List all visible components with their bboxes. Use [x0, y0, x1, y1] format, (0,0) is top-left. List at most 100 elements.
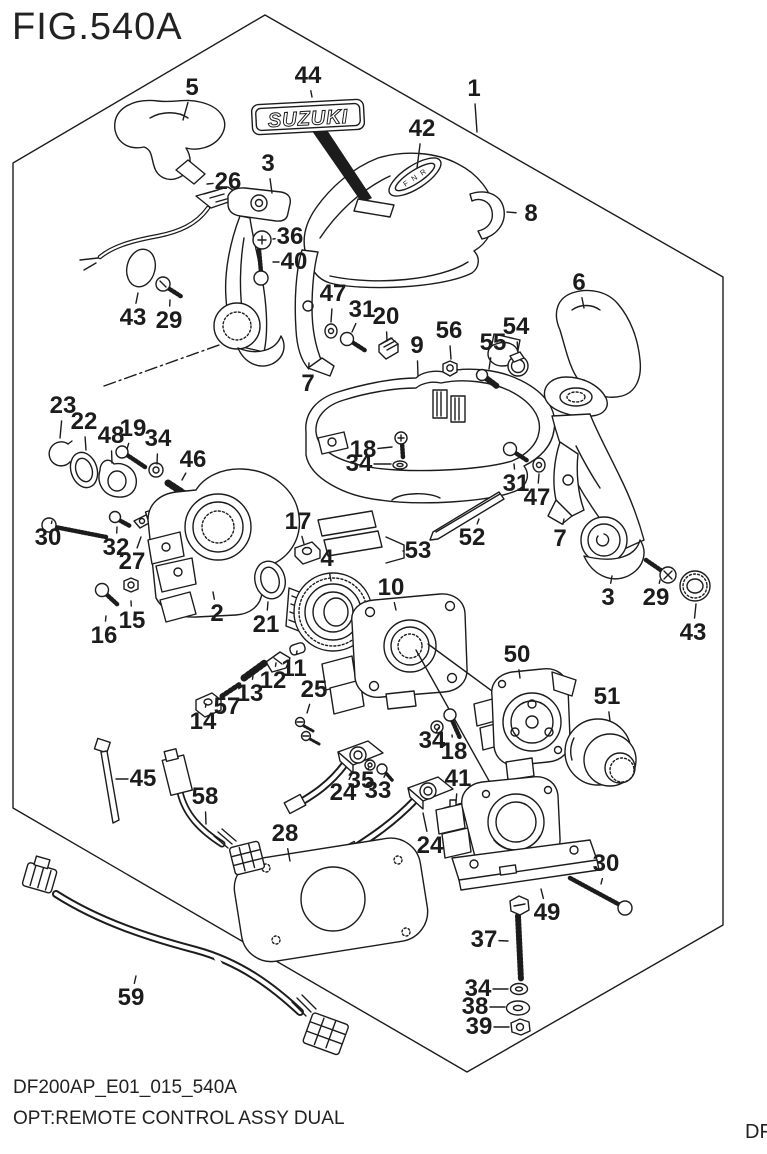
page-corner-text: DF	[745, 1121, 767, 1143]
part-label-34: 34	[345, 450, 373, 477]
part-label-22: 22	[70, 408, 98, 435]
part-label-13: 13	[236, 680, 264, 707]
part-shape-9-housing-base	[305, 333, 556, 504]
leader-line-59	[133, 975, 137, 985]
part-shape-58-cable	[161, 748, 266, 876]
leader-line-3	[609, 575, 613, 584]
part-shape-7-plate-right	[547, 441, 585, 525]
leader-line-33	[383, 774, 386, 778]
part-label-7: 7	[301, 370, 315, 397]
part-label-11: 11	[281, 655, 307, 682]
part-label-29: 29	[155, 307, 183, 334]
leader-line-35	[367, 767, 370, 770]
part-label-57: 57	[213, 693, 241, 720]
part-shape-1-cover: F N R	[303, 152, 495, 289]
part-label-1: 1	[467, 75, 481, 102]
part-shape-21-seal-ring	[254, 560, 286, 600]
part-shape-2-housing	[147, 468, 301, 623]
part-label-40: 40	[280, 248, 308, 275]
leader-line-49	[540, 888, 545, 900]
part-shape-32-screw	[108, 510, 133, 529]
leader-line-25	[306, 703, 311, 714]
leader-line-44	[310, 90, 313, 98]
part-label-33: 33	[364, 777, 392, 804]
part-label-28: 28	[271, 820, 299, 847]
part-shape-3-lever-left	[213, 187, 291, 367]
leader-line-16	[104, 615, 107, 622]
part-label-14: 14	[189, 708, 217, 735]
part-shape-26-connector	[79, 186, 244, 271]
part-label-19: 19	[119, 415, 147, 442]
part-label-9: 9	[410, 332, 424, 359]
part-label-27: 27	[118, 548, 146, 575]
leader-line-56	[449, 345, 452, 360]
part-label-23: 23	[49, 392, 77, 419]
part-label-18: 18	[440, 738, 468, 765]
leader-line-34	[435, 726, 440, 734]
part-shape-5-grip	[114, 99, 226, 185]
part-shape-54-clamp	[507, 351, 529, 377]
part-shape-35-washer	[364, 759, 376, 771]
part-label-43: 43	[679, 619, 707, 646]
part-shape-55-screw	[475, 368, 501, 390]
part-shape-45-cable-tie	[93, 737, 120, 824]
part-label-46: 46	[179, 446, 207, 473]
part-shape-11-pin	[289, 642, 306, 656]
part-shape-50-housing	[473, 668, 577, 781]
part-shape-28-plate	[233, 837, 429, 963]
leader-line-22	[84, 436, 87, 451]
part-shape-3-lever-right	[543, 376, 645, 580]
leader-line-51	[608, 711, 611, 722]
leader-lines	[50, 90, 697, 1028]
part-label-54: 54	[502, 313, 530, 340]
part-label-34: 34	[418, 727, 446, 754]
part-label-37: 37	[470, 926, 498, 953]
leader-line-19	[126, 442, 130, 450]
part-shape-43-cap-right	[679, 570, 711, 602]
part-label-58: 58	[191, 783, 219, 810]
part-shape-59-cable	[21, 855, 349, 1056]
part-shape-29-screw-left	[155, 276, 185, 300]
leader-line-21	[266, 601, 269, 611]
leader-line-43	[135, 292, 139, 304]
part-shape-34-washer-low	[509, 982, 529, 996]
part-shape-24-switch-left	[283, 740, 384, 815]
part-label-7: 7	[553, 525, 567, 552]
leader-line-23	[59, 420, 63, 439]
part-shape-31-screw-right	[502, 441, 531, 464]
leader-line-18	[377, 446, 393, 450]
leader-line-52	[476, 518, 480, 525]
part-shape-47-washer-right	[532, 457, 546, 473]
leader-line-50	[518, 669, 521, 679]
part-label-45: 45	[129, 765, 157, 792]
leader-line-47	[537, 473, 540, 484]
part-shape-15-nut	[123, 577, 139, 593]
part-label-18: 18	[349, 436, 377, 463]
part-shape-36-washer	[252, 230, 272, 250]
part-shape-7-plate-left	[294, 249, 335, 377]
part-label-25: 25	[300, 676, 328, 703]
part-label-30: 30	[592, 850, 620, 877]
suzuki-badge: SUZUKI	[250, 98, 395, 218]
part-label-30: 30	[34, 524, 62, 551]
drawing-code: DF200AP_E01_015_540A	[13, 1077, 237, 1098]
part-label-48: 48	[97, 422, 125, 449]
part-label-3: 3	[601, 584, 615, 611]
part-label-55: 55	[479, 329, 507, 356]
leader-line-13	[251, 675, 254, 680]
part-shape-57-spring	[219, 681, 243, 699]
leader-line-27	[136, 536, 142, 549]
part-label-24: 24	[416, 832, 444, 859]
part-shape-34-washer-mid	[430, 720, 444, 734]
part-label-43: 43	[119, 304, 147, 331]
leader-line-47	[330, 308, 333, 323]
leader-line-1	[474, 103, 478, 133]
leader-line-31	[351, 322, 357, 333]
part-label-39: 39	[465, 1013, 493, 1040]
figure-title: FIG.540A	[12, 6, 183, 48]
part-shape-22-ring	[69, 451, 99, 489]
part-shape-33-screw	[376, 763, 394, 782]
part-shape-37-bolt	[509, 895, 530, 983]
leader-line-31	[513, 463, 516, 470]
